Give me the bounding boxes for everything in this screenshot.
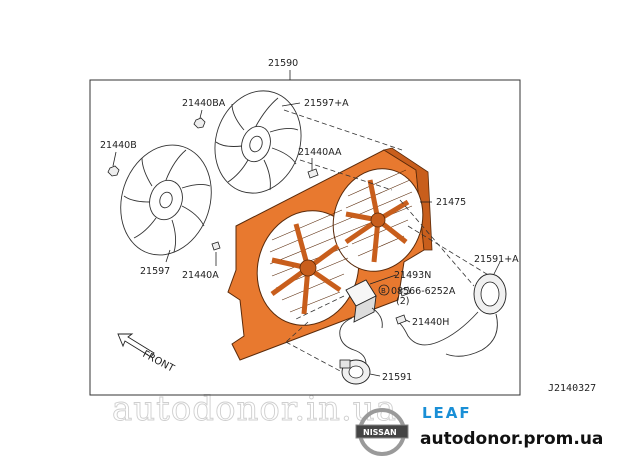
label-08566-6252a: 08566-6252A (391, 286, 456, 297)
label-21440b: 21440B (100, 140, 137, 151)
label-bolt-quantity: (2) (396, 296, 409, 307)
label-21591-a: 21591+A (474, 254, 519, 265)
figure-code: J2140327 (548, 383, 596, 394)
label-21597-a: 21597+A (304, 98, 349, 109)
motor-lower (339, 359, 371, 385)
label-21493n: 21493N (394, 270, 431, 281)
front-label: FRONT (141, 349, 177, 375)
bolt-marker-circle (378, 284, 390, 296)
fan-upper (214, 90, 302, 194)
diagram-frame (89, 79, 521, 396)
bolt-marker-letter: B (381, 287, 386, 295)
label-21591: 21591 (382, 372, 412, 383)
site-url: autodonor.prom.ua (420, 429, 603, 449)
resistor-block (339, 279, 383, 365)
nissan-logo: NISSAN (355, 408, 409, 456)
fan-lower (120, 144, 212, 256)
label-21475: 21475 (436, 197, 466, 208)
model-name: LEAF (422, 404, 472, 422)
label-21440ba: 21440BA (182, 98, 226, 109)
brand-logo-text: NISSAN (363, 428, 397, 437)
label-21440h: 21440H (412, 317, 449, 328)
label-21440aa: 21440AA (298, 147, 342, 158)
label-21597: 21597 (140, 266, 170, 277)
fasteners (107, 117, 411, 325)
motor-right (397, 273, 507, 357)
label-21440a: 21440A (182, 270, 219, 281)
fan-shroud (227, 147, 433, 361)
label-21590: 21590 (268, 58, 298, 69)
front-arrow: FRONT (117, 333, 177, 375)
